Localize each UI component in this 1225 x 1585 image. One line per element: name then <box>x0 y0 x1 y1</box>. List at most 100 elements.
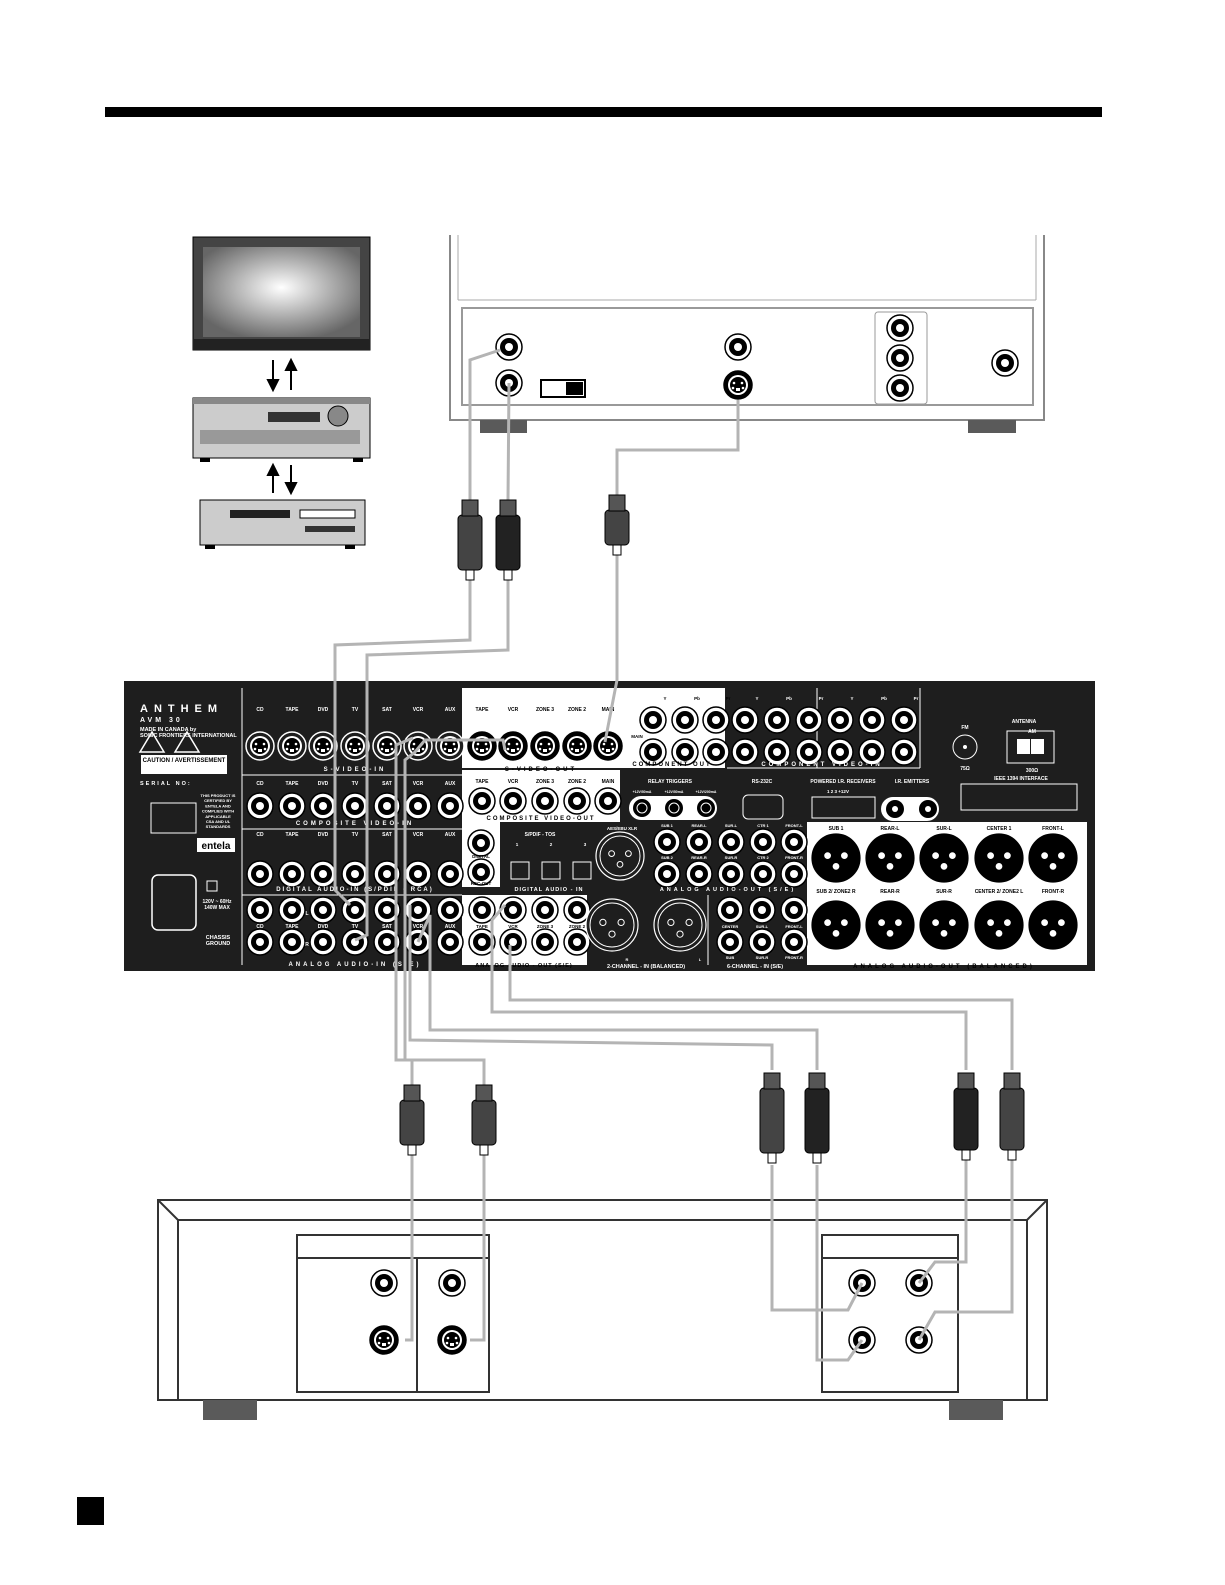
analog-in-r-jack[interactable] <box>309 928 337 956</box>
tv-video-in-jack[interactable] <box>495 333 523 361</box>
balanced-out-jack[interactable] <box>1028 833 1078 883</box>
s-video-in-jack[interactable] <box>308 731 338 761</box>
relay-trigger-jack[interactable] <box>665 799 683 817</box>
analog-in-r-jack[interactable] <box>246 928 274 956</box>
rs232-port[interactable] <box>742 794 784 820</box>
component-out-jack[interactable] <box>639 738 667 766</box>
analog-out-jack[interactable] <box>717 828 745 856</box>
analog-in-r-jack[interactable] <box>373 928 401 956</box>
power-inlet[interactable] <box>151 874 197 931</box>
six-ch-in-jack[interactable] <box>780 896 808 924</box>
composite-out-jack[interactable] <box>594 787 622 815</box>
component-in-jack[interactable] <box>763 738 791 766</box>
s-video-in-jack[interactable] <box>435 731 465 761</box>
composite-out-jack[interactable] <box>563 787 591 815</box>
ir-receiver-terminal[interactable] <box>811 796 876 819</box>
s-video-out-jack[interactable] <box>467 731 497 761</box>
composite-in-jack[interactable] <box>278 792 306 820</box>
analog-out-jack[interactable] <box>717 860 745 888</box>
digital-in-jack[interactable] <box>436 860 464 888</box>
analog-out-jack[interactable] <box>685 828 713 856</box>
ieee-1394-port[interactable] <box>960 783 1078 811</box>
digital-in-jack[interactable] <box>404 860 432 888</box>
analog-out-jack[interactable] <box>653 860 681 888</box>
analog-out-jack[interactable] <box>780 860 808 888</box>
optical-in-jack[interactable] <box>572 861 592 880</box>
aes-ebu-jack[interactable] <box>595 831 645 881</box>
s-video-out-jack[interactable] <box>593 731 623 761</box>
analog-in-l-jack[interactable] <box>278 896 306 924</box>
analog-out-r-jack[interactable] <box>499 928 527 956</box>
composite-out-jack[interactable] <box>499 787 527 815</box>
analog-in-r-jack[interactable] <box>436 928 464 956</box>
balanced-out-jack[interactable] <box>811 833 861 883</box>
six-ch-in-jack[interactable] <box>716 928 744 956</box>
analog-in-l-jack[interactable] <box>246 896 274 924</box>
fm-antenna-jack[interactable] <box>952 734 978 760</box>
analog-out-r-jack[interactable] <box>531 928 559 956</box>
analog-out-l-jack[interactable] <box>468 896 496 924</box>
digital-in-jack[interactable] <box>278 860 306 888</box>
s-video-out-jack[interactable] <box>530 731 560 761</box>
composite-in-jack[interactable] <box>436 792 464 820</box>
balanced-out-jack[interactable] <box>1028 900 1078 950</box>
analog-in-r-jack[interactable] <box>278 928 306 956</box>
vcr-s-video-in-jack[interactable] <box>437 1325 467 1355</box>
ir-emitter-jack[interactable] <box>919 800 937 818</box>
six-ch-in-jack[interactable] <box>780 928 808 956</box>
composite-in-jack[interactable] <box>309 792 337 820</box>
relay-trigger-jack[interactable] <box>633 799 651 817</box>
optical-in-jack[interactable] <box>541 861 561 880</box>
analog-in-l-jack[interactable] <box>404 896 432 924</box>
component-in-jack[interactable] <box>763 706 791 734</box>
digital-in-jack[interactable] <box>309 860 337 888</box>
component-in-jack[interactable] <box>731 738 759 766</box>
analog-in-l-jack[interactable] <box>436 896 464 924</box>
analog-out-jack[interactable] <box>685 860 713 888</box>
balanced-out-jack[interactable] <box>974 833 1024 883</box>
tv-s-video-in-jack[interactable] <box>723 370 753 400</box>
balanced-out-jack[interactable] <box>811 900 861 950</box>
component-out-jack[interactable] <box>702 706 730 734</box>
component-in-jack[interactable] <box>731 706 759 734</box>
composite-in-jack[interactable] <box>341 792 369 820</box>
digital-in-jack[interactable] <box>341 860 369 888</box>
composite-out-jack[interactable] <box>531 787 559 815</box>
six-ch-in-jack[interactable] <box>748 928 776 956</box>
balanced-in-l-jack[interactable] <box>653 898 707 952</box>
am-antenna-terminal[interactable] <box>1006 730 1055 764</box>
balanced-out-jack[interactable] <box>974 900 1024 950</box>
balanced-out-jack[interactable] <box>919 833 969 883</box>
relay-trigger-jack[interactable] <box>697 799 715 817</box>
analog-out-r-jack[interactable] <box>563 928 591 956</box>
analog-out-jack[interactable] <box>780 828 808 856</box>
ir-emitter-jack[interactable] <box>886 800 904 818</box>
component-in-jack[interactable] <box>890 706 918 734</box>
vcr-video-in-jack[interactable] <box>438 1269 466 1297</box>
s-video-out-jack[interactable] <box>562 731 592 761</box>
analog-out-l-jack[interactable] <box>563 896 591 924</box>
composite-out-jack[interactable] <box>468 787 496 815</box>
component-in-jack[interactable] <box>795 738 823 766</box>
digital-out-jack[interactable] <box>467 829 495 857</box>
component-in-jack[interactable] <box>795 706 823 734</box>
analog-in-r-jack[interactable] <box>341 928 369 956</box>
balanced-out-jack[interactable] <box>865 900 915 950</box>
s-video-in-jack[interactable] <box>277 731 307 761</box>
tv-antenna-jack[interactable] <box>991 349 1019 377</box>
tv-component-jack[interactable] <box>886 344 914 372</box>
six-ch-in-jack[interactable] <box>748 896 776 924</box>
digital-in-jack[interactable] <box>246 860 274 888</box>
composite-in-jack[interactable] <box>246 792 274 820</box>
digital-in-jack[interactable] <box>373 860 401 888</box>
tv-component-jack[interactable] <box>886 374 914 402</box>
analog-in-l-jack[interactable] <box>309 896 337 924</box>
tv-component-jack[interactable] <box>886 314 914 342</box>
analog-out-l-jack[interactable] <box>531 896 559 924</box>
component-in-jack[interactable] <box>858 706 886 734</box>
analog-in-l-jack[interactable] <box>373 896 401 924</box>
component-in-jack[interactable] <box>858 738 886 766</box>
component-in-jack[interactable] <box>890 738 918 766</box>
s-video-out-jack[interactable] <box>498 731 528 761</box>
component-out-jack[interactable] <box>702 738 730 766</box>
